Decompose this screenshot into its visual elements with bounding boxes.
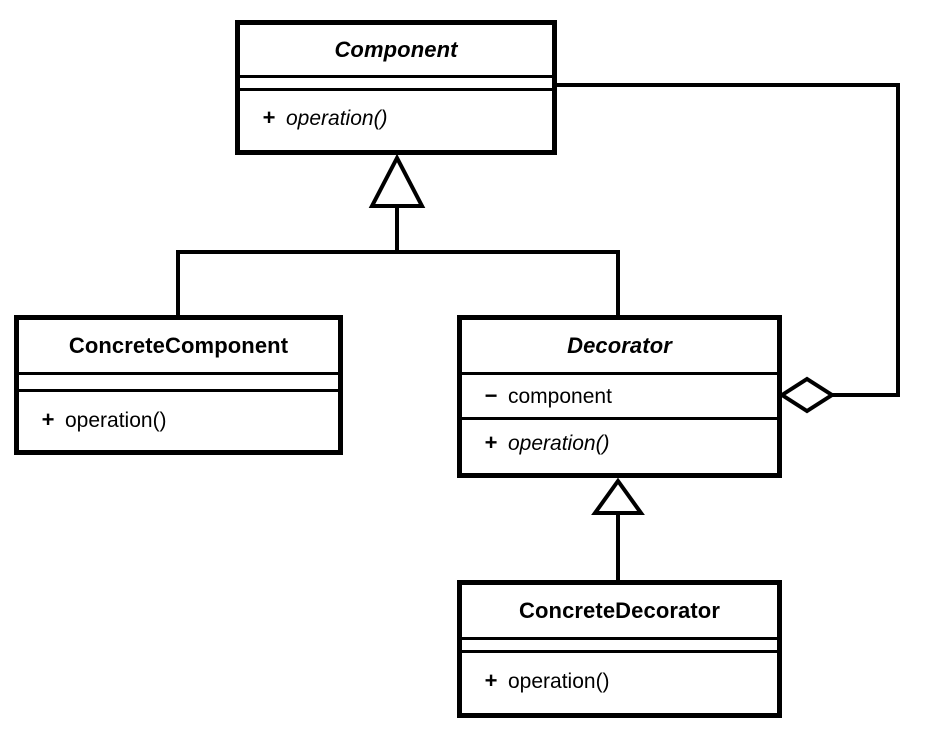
attribute-compartment-concrete-component: [19, 375, 338, 392]
class-name-concrete-component: ConcreteComponent: [68, 333, 289, 358]
class-name-decorator: Decorator: [567, 333, 672, 358]
operation-name: operation(): [508, 669, 610, 693]
attribute-compartment-component: [240, 78, 552, 91]
class-name-compartment-component: Component: [240, 25, 552, 78]
visibility-marker: +: [41, 406, 55, 432]
operation-row: + operation(): [462, 668, 610, 694]
visibility-marker: +: [484, 667, 498, 693]
generalization-arrowhead: [368, 153, 426, 208]
class-name-compartment-concrete-component: ConcreteComponent: [19, 320, 338, 375]
attribute-compartment-decorator: − component: [462, 375, 777, 420]
visibility-marker: +: [484, 429, 498, 455]
operation-row: + operation(): [19, 407, 167, 433]
operation-row: + operation(): [240, 105, 388, 131]
operation-compartment-component: + operation(): [240, 91, 552, 144]
generalization-arrowhead: [591, 477, 645, 515]
operation-compartment-decorator: + operation(): [462, 420, 777, 465]
operation-compartment-concrete-component: + operation(): [19, 392, 338, 447]
operation-compartment-concrete-decorator: + operation(): [462, 653, 777, 708]
class-box-decorator[interactable]: Decorator − component + operation(): [457, 315, 782, 478]
operation-name: operation(): [65, 408, 167, 432]
visibility-marker: −: [484, 383, 498, 408]
class-box-component[interactable]: Component + operation(): [235, 20, 557, 155]
operation-name: operation(): [286, 106, 388, 130]
class-name-compartment-concrete-decorator: ConcreteDecorator: [462, 585, 777, 640]
operation-name: operation(): [508, 431, 610, 455]
aggregation-diamond: [778, 376, 836, 414]
class-name-component: Component: [334, 37, 458, 62]
class-name-compartment-decorator: Decorator: [462, 320, 777, 375]
class-name-concrete-decorator: ConcreteDecorator: [519, 598, 720, 623]
attribute-row: − component: [462, 383, 612, 409]
generalization-to-component: [176, 153, 620, 317]
generalization-to-decorator: [591, 477, 645, 582]
attribute-name: component: [508, 385, 612, 408]
attribute-compartment-concrete-decorator: [462, 640, 777, 653]
visibility-marker: +: [262, 104, 276, 130]
class-box-concrete-component[interactable]: ConcreteComponent + operation(): [14, 315, 343, 455]
operation-row: + operation(): [462, 430, 610, 456]
class-box-concrete-decorator[interactable]: ConcreteDecorator + operation(): [457, 580, 782, 718]
